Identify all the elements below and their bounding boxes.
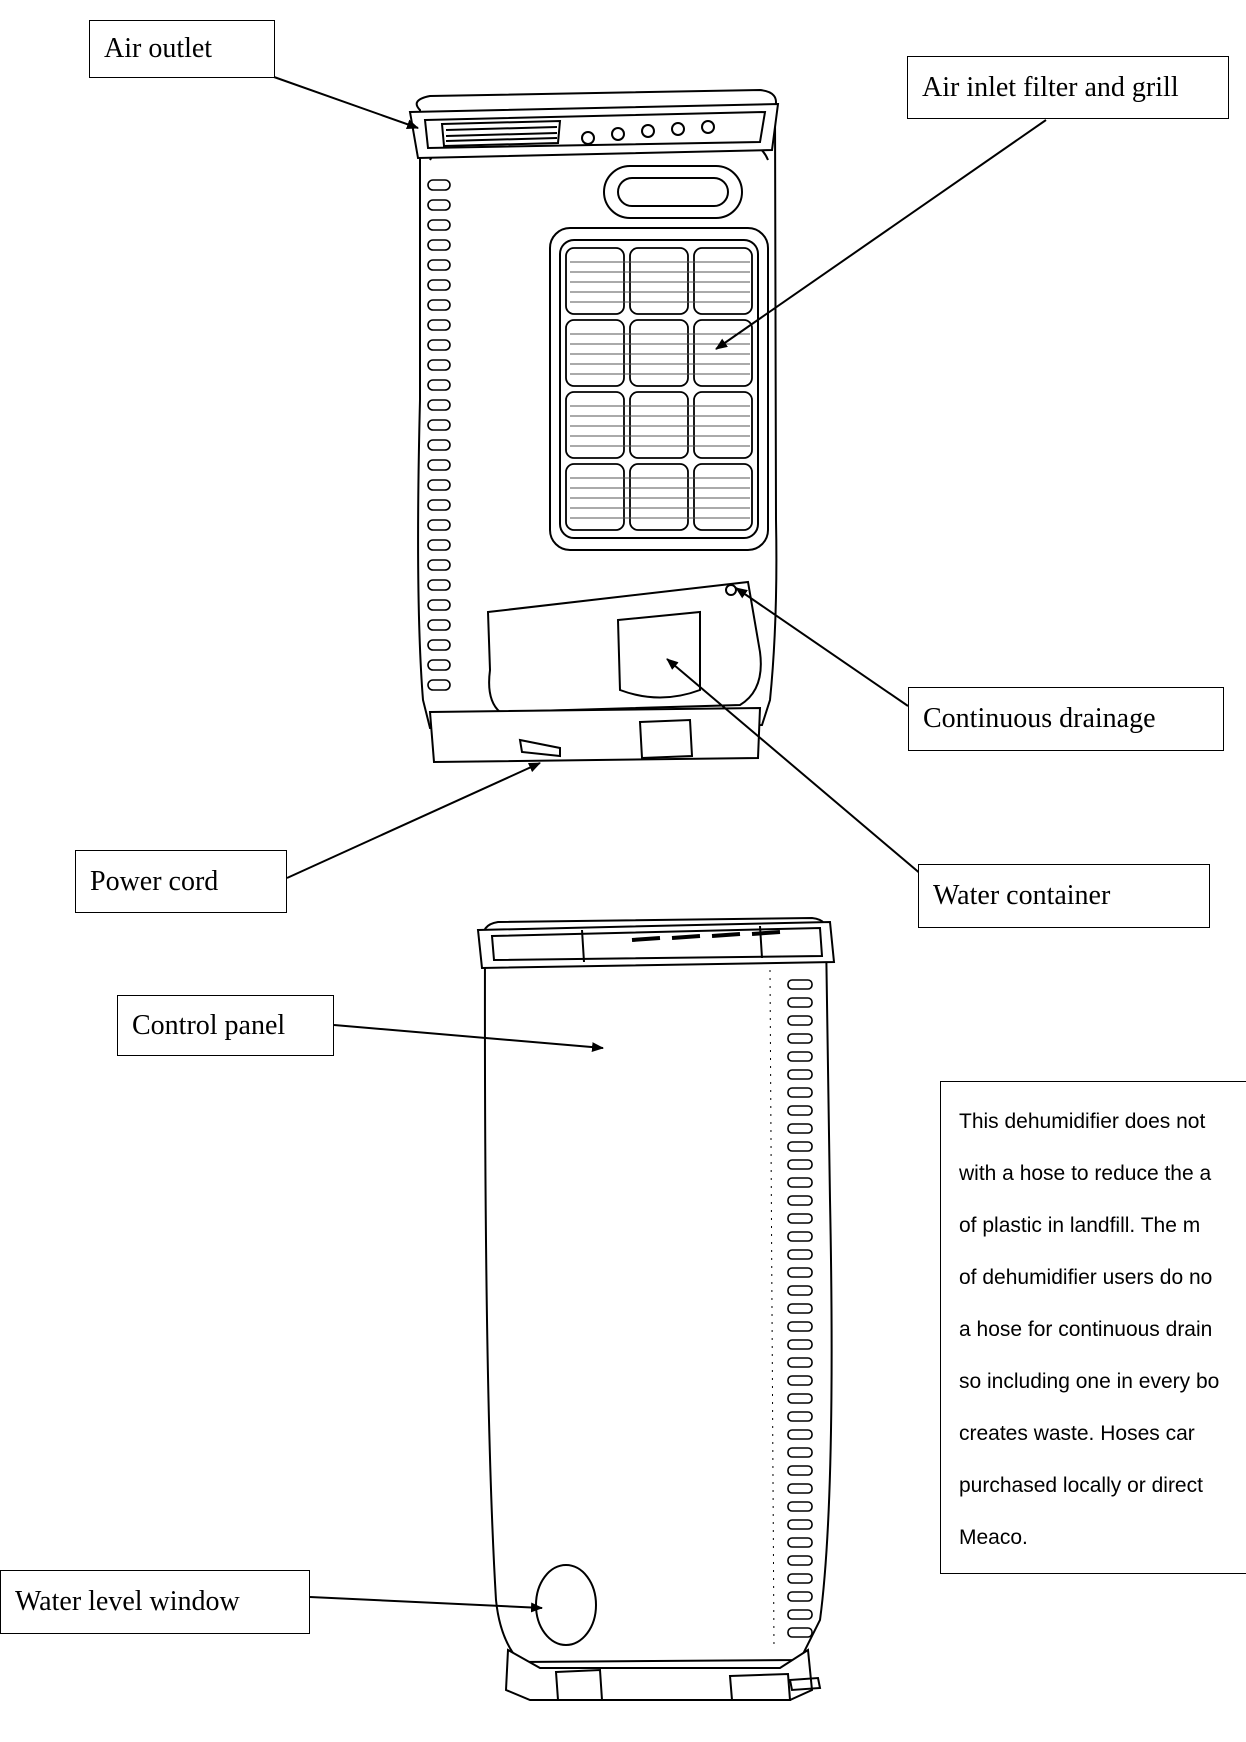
label-air-inlet-filter-and-grill: Air inlet filter and grill [907, 56, 1229, 119]
side-vents [427, 179, 451, 691]
note-line: with a hose to reduce the a [959, 1162, 1212, 1185]
filter-grill-cells [565, 247, 753, 531]
label-water-container: Water container [918, 864, 1210, 928]
label-control-panel: Control panel [117, 995, 334, 1056]
hose-info-note: This dehumidifier does not with a hose t… [940, 1081, 1246, 1574]
note-line: Meaco. [959, 1526, 1028, 1549]
note-line: This dehumidifier does not [959, 1110, 1206, 1133]
label-water-level-window: Water level window [0, 1570, 310, 1634]
rear-side-vents [787, 979, 813, 1638]
rear-view-unit [476, 916, 836, 1701]
label-continuous-drainage: Continuous drainage [908, 687, 1224, 751]
front-view-unit [408, 88, 780, 764]
label-power-cord: Power cord [75, 850, 287, 913]
note-line: of dehumidifier users do no [959, 1266, 1213, 1289]
note-line: so including one in every bo [959, 1370, 1220, 1393]
label-air-outlet: Air outlet [89, 20, 275, 78]
note-line: creates waste. Hoses car [959, 1422, 1195, 1445]
note-line: of plastic in landfill. The m [959, 1214, 1201, 1237]
note-line: a hose for continuous drain [959, 1318, 1213, 1341]
note-line: purchased locally or direct [959, 1474, 1203, 1497]
leader-lines [273, 76, 1047, 1613]
